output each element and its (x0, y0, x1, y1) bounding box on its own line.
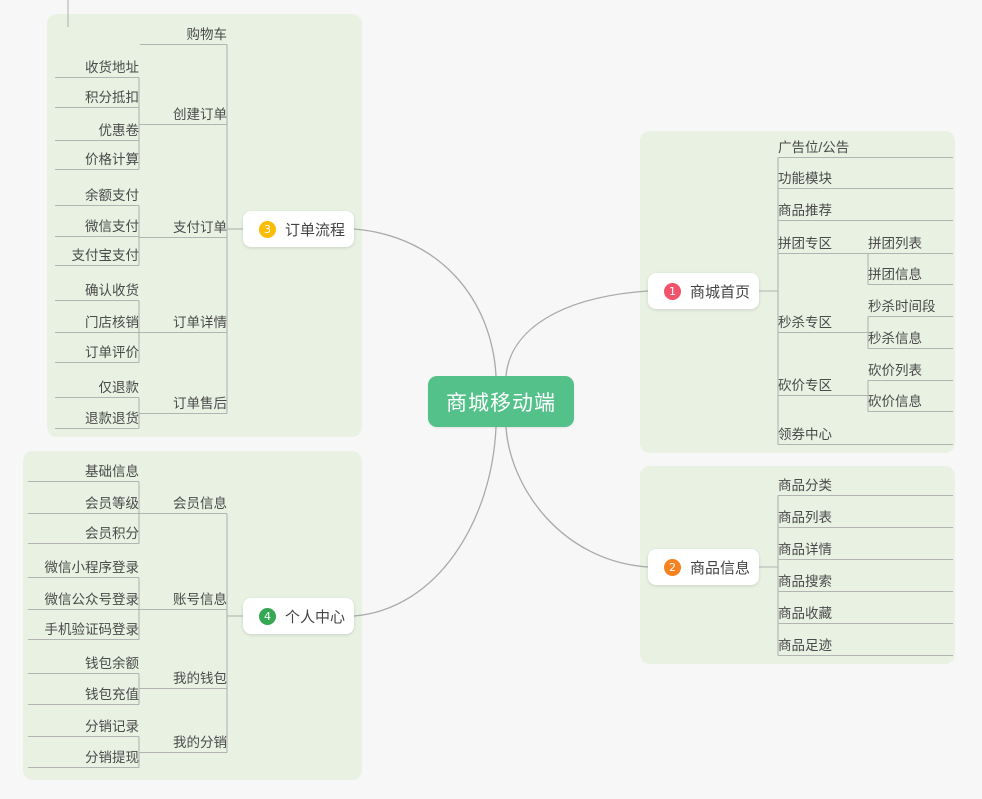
topic-node[interactable]: 拼团信息 (868, 267, 922, 282)
branch-label-mall-home: 商城首页 (690, 283, 751, 301)
branch-badge-3: 3 (259, 220, 276, 238)
branch-node-order-flow[interactable]: 3 订单流程 (243, 211, 354, 247)
topic-node[interactable]: 微信支付 (85, 219, 139, 234)
topic-node[interactable]: 余额支付 (85, 188, 139, 203)
topic-node[interactable]: 我的钱包 (173, 671, 227, 686)
topic-node[interactable]: 我的分销 (173, 735, 227, 750)
branch-node-user-center[interactable]: 4 个人中心 (243, 598, 354, 634)
topic-node[interactable]: 购物车 (186, 27, 228, 42)
topic-node[interactable]: 分销记录 (85, 719, 139, 734)
topic-node[interactable]: 退款退货 (85, 411, 139, 426)
topic-node[interactable]: 门店核销 (85, 315, 139, 330)
branch-badge-1: 1 (664, 282, 681, 300)
branch-label-user-center: 个人中心 (285, 608, 346, 626)
topic-node[interactable]: 支付宝支付 (71, 248, 140, 263)
topic-node[interactable]: 账号信息 (173, 592, 227, 607)
topic-node[interactable]: 砍价信息 (868, 394, 922, 409)
topic-node[interactable]: 商品列表 (778, 510, 832, 525)
branch-badge-2: 2 (664, 558, 681, 576)
topic-node[interactable]: 秒杀专区 (778, 315, 832, 330)
topic-node[interactable]: 分销提现 (85, 750, 139, 765)
topic-node[interactable]: 订单评价 (85, 345, 139, 360)
topic-node[interactable]: 订单详情 (173, 315, 227, 330)
topic-node[interactable]: 钱包余额 (85, 656, 139, 671)
topic-node[interactable]: 会员等级 (85, 496, 139, 511)
topic-node[interactable]: 商品分类 (778, 478, 832, 493)
topic-node[interactable]: 价格计算 (85, 152, 139, 167)
topic-node[interactable]: 微信小程序登录 (44, 560, 140, 575)
topic-node[interactable]: 商品推荐 (778, 203, 832, 218)
central-node-label: 商城移动端 (446, 391, 556, 415)
branch-node-mall-home[interactable]: 1 商城首页 (648, 273, 759, 309)
topic-node[interactable]: 商品详情 (778, 542, 832, 557)
topic-node[interactable]: 收货地址 (85, 60, 139, 75)
topic-node[interactable]: 优惠卷 (98, 123, 140, 138)
topic-node[interactable]: 创建订单 (173, 107, 227, 122)
topic-node[interactable]: 会员信息 (173, 496, 227, 511)
topic-node[interactable]: 拼团专区 (778, 236, 832, 251)
topic-node[interactable]: 领券中心 (778, 427, 832, 442)
topic-node[interactable]: 秒杀信息 (868, 331, 922, 346)
branch-label-order-flow: 订单流程 (285, 221, 346, 239)
topic-node[interactable]: 商品收藏 (778, 606, 832, 621)
topic-node[interactable]: 砍价专区 (778, 378, 832, 393)
topic-node[interactable]: 确认收货 (85, 283, 139, 298)
topic-node[interactable]: 积分抵扣 (85, 90, 139, 105)
topic-node[interactable]: 基础信息 (85, 464, 139, 479)
topic-node[interactable]: 手机验证码登录 (44, 622, 140, 637)
topic-node[interactable]: 商品足迹 (778, 638, 832, 653)
topic-node[interactable]: 仅退款 (98, 380, 140, 395)
central-node[interactable]: 商城移动端 (428, 376, 574, 427)
topic-node[interactable]: 秒杀时间段 (868, 299, 936, 314)
topic-node[interactable]: 商品搜索 (778, 574, 832, 589)
branch-node-product-info[interactable]: 2 商品信息 (648, 549, 759, 585)
topic-node[interactable]: 钱包充值 (85, 687, 139, 702)
topic-node[interactable]: 订单售后 (173, 396, 227, 411)
branch-label-product-info: 商品信息 (690, 559, 751, 577)
topic-node[interactable]: 拼团列表 (868, 236, 922, 251)
topic-node[interactable]: 功能模块 (778, 171, 832, 186)
topic-node[interactable]: 支付订单 (173, 220, 227, 235)
topic-node[interactable]: 会员积分 (85, 526, 139, 541)
branch-badge-4: 4 (259, 607, 276, 625)
topic-node[interactable]: 广告位/公告 (778, 140, 850, 155)
topic-node[interactable]: 砍价列表 (868, 363, 922, 378)
topic-node[interactable]: 微信公众号登录 (44, 592, 140, 607)
